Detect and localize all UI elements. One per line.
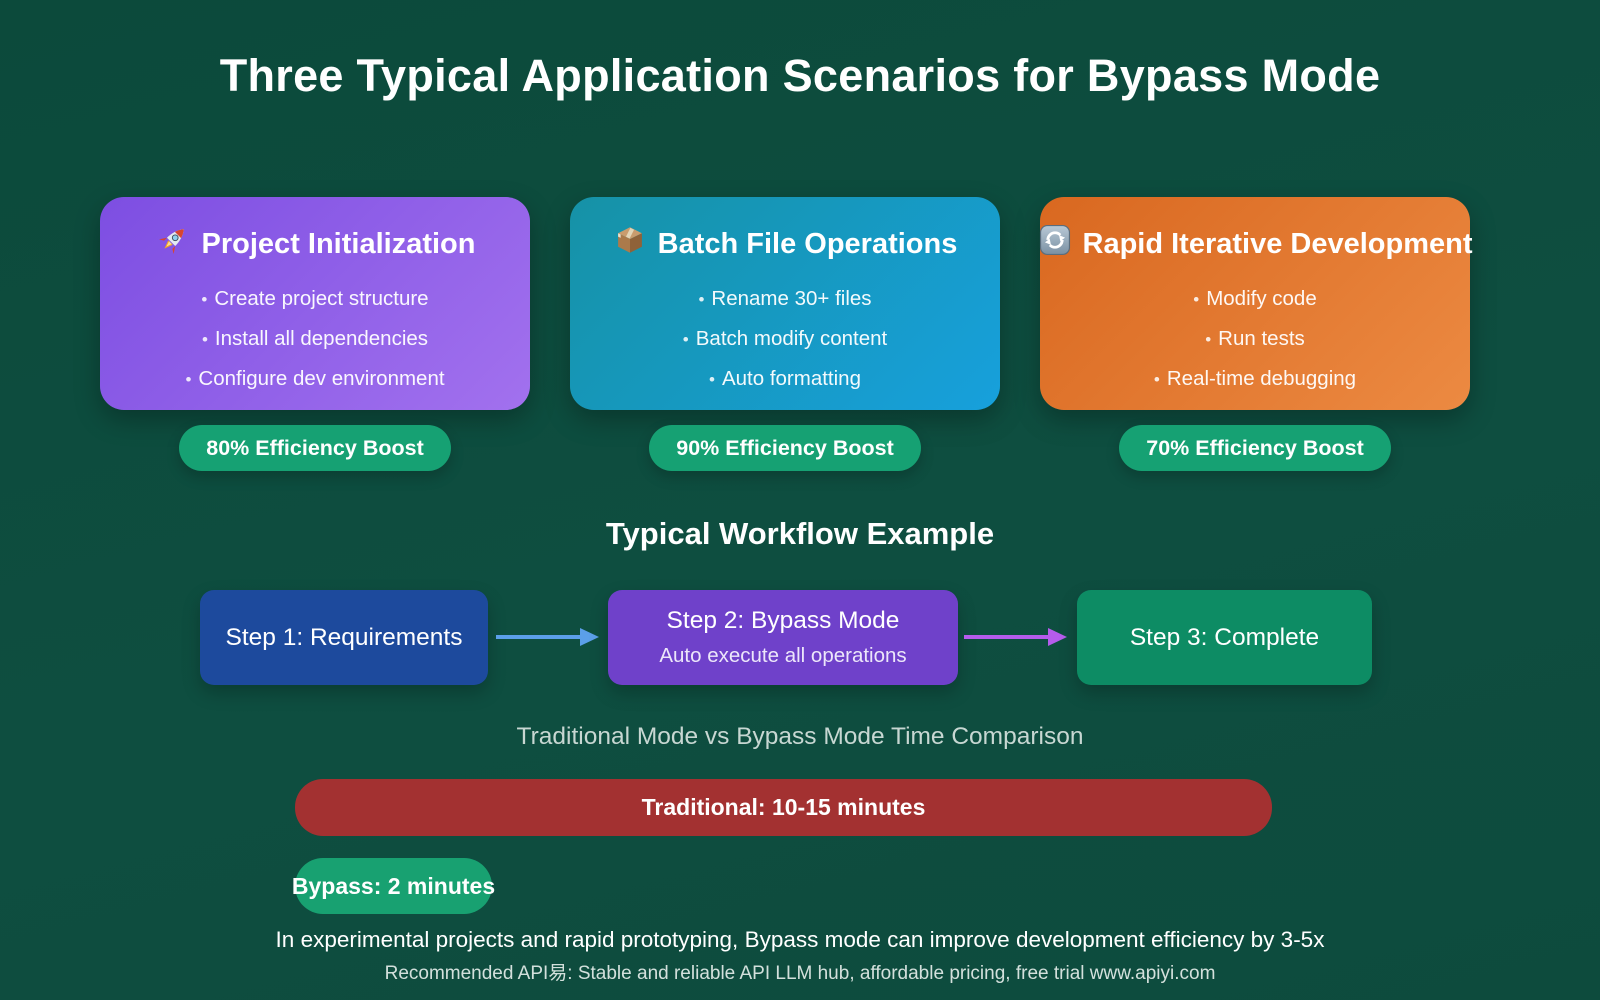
step-label: Step 2: Bypass Mode	[666, 607, 900, 634]
list-item: •Configure dev environment	[185, 367, 445, 390]
arrow-right-icon	[962, 625, 1068, 654]
traditional-time-bar: Traditional: 10-15 minutes	[295, 779, 1272, 836]
list-item: •Modify code	[1193, 287, 1317, 310]
step-label: Step 1: Requirements	[225, 623, 463, 651]
efficiency-badge: 80% Efficiency Boost	[179, 425, 451, 471]
workflow-step-3: Step 3: Complete	[1077, 590, 1372, 685]
rocket-icon	[155, 222, 191, 266]
bullet-dot: •	[1153, 370, 1160, 389]
card-title-row: Rapid Iterative Development	[1038, 222, 1473, 266]
card-title: Project Initialization	[201, 227, 476, 260]
card-title-row: Batch File Operations	[570, 222, 1000, 266]
scenario-column-project-initialization: Project Initialization •Create project s…	[100, 197, 530, 471]
bullet-dot: •	[201, 290, 208, 309]
arrow-right-icon	[494, 625, 600, 654]
summary-text: In experimental projects and rapid proto…	[275, 927, 1325, 952]
card-bullet-list: •Modify code •Run tests •Real-time debug…	[1040, 279, 1470, 399]
bullet-dot: •	[185, 370, 192, 389]
list-item: •Real-time debugging	[1153, 367, 1357, 390]
scenario-card-project-initialization: Project Initialization •Create project s…	[100, 197, 530, 410]
efficiency-badge: 90% Efficiency Boost	[649, 425, 921, 471]
card-bullet-list: •Create project structure •Install all d…	[100, 279, 530, 399]
workflow-step-1: Step 1: Requirements	[200, 590, 488, 685]
bullet-dot: •	[682, 330, 689, 349]
bar-label: Bypass: 2 minutes	[291, 872, 496, 899]
bypass-time-bar: Bypass: 2 minutes	[291, 858, 496, 914]
list-item: •Rename 30+ files	[698, 287, 872, 310]
bar-label: Traditional: 10-15 minutes	[641, 794, 926, 820]
workflow-step-2: Step 2: Bypass Mode Auto execute all ope…	[608, 590, 958, 685]
bullet-dot: •	[709, 370, 715, 389]
scenario-column-batch-file-operations: Batch File Operations •Rename 30+ files …	[570, 197, 1000, 471]
arrows-cycle-icon	[1038, 223, 1072, 265]
list-item: •Create project structure	[201, 287, 429, 310]
scenario-cards-row: Project Initialization •Create project s…	[100, 197, 1500, 471]
scenario-card-batch-file-operations: Batch File Operations •Rename 30+ files …	[570, 197, 1000, 410]
list-item: •Run tests	[1205, 327, 1305, 350]
list-item: •Auto formatting	[709, 367, 861, 390]
package-icon	[613, 223, 647, 265]
scenario-card-rapid-iterative-development: Rapid Iterative Development •Modify code…	[1038, 197, 1473, 410]
workflow-heading: Typical Workflow Example	[605, 516, 995, 551]
bullet-dot: •	[1193, 290, 1200, 309]
card-title-row: Project Initialization	[100, 222, 530, 266]
step-sublabel: Auto execute all operations	[659, 644, 907, 667]
scenario-column-rapid-iterative-development: Rapid Iterative Development •Modify code…	[1038, 197, 1473, 471]
card-bullet-list: •Rename 30+ files •Batch modify content …	[570, 279, 1000, 399]
bullet-dot: •	[1205, 330, 1212, 349]
step-label: Step 3: Complete	[1129, 623, 1320, 651]
list-item: •Install all dependencies	[201, 327, 429, 350]
page-title: Three Typical Application Scenarios for …	[219, 50, 1381, 101]
card-title: Rapid Iterative Development	[1082, 227, 1473, 260]
comparison-heading: Traditional Mode vs Bypass Mode Time Com…	[516, 723, 1084, 750]
efficiency-badge: 70% Efficiency Boost	[1119, 425, 1391, 471]
list-item: •Batch modify content	[682, 327, 888, 350]
bullet-dot: •	[698, 290, 705, 309]
card-title: Batch File Operations	[657, 227, 958, 260]
recommendation-text: Recommended API易: Stable and reliable AP…	[384, 963, 1216, 984]
bullet-dot: •	[201, 330, 208, 349]
